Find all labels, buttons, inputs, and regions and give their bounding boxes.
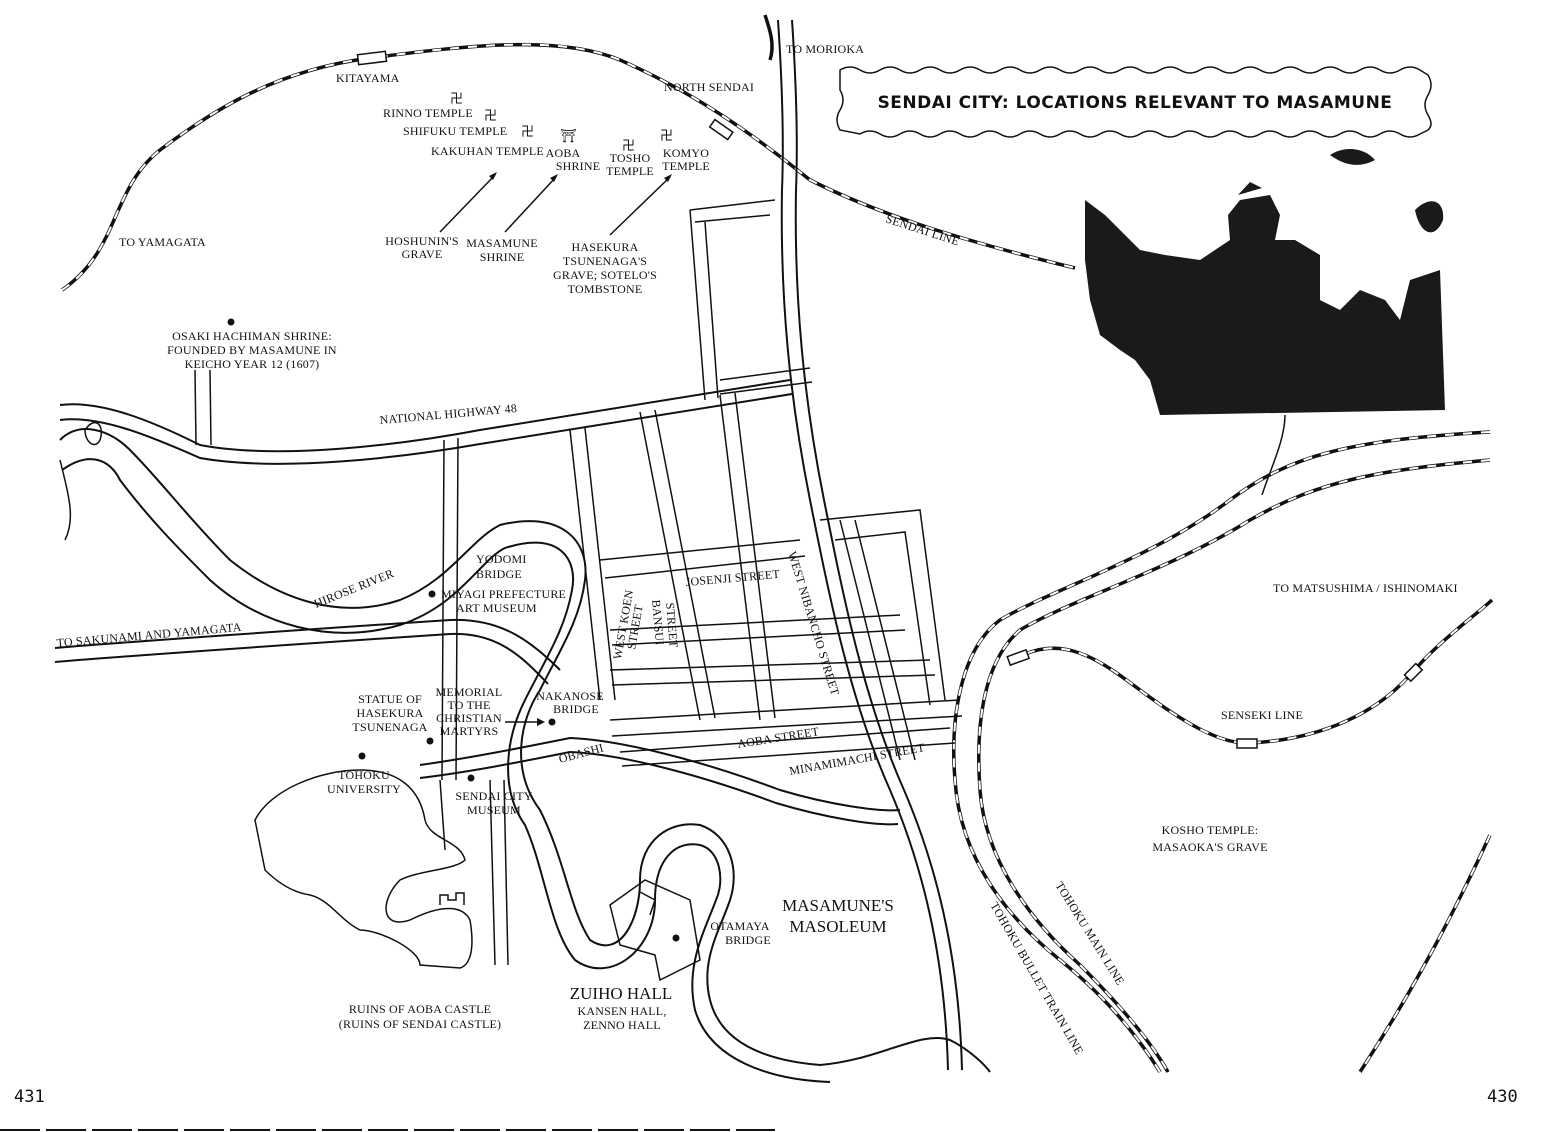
- tohoku-bullet-train-line: [977, 458, 1491, 1073]
- label-masoleum-2: MASOLEUM: [789, 917, 886, 936]
- label-statue-1: STATUE OF: [358, 692, 422, 706]
- pointer-arrows: [439, 172, 672, 726]
- senseki-line-railway: [1006, 598, 1494, 749]
- hirose-river: [59, 421, 991, 1083]
- label-national-highway: NATIONAL HIGHWAY 48: [379, 401, 517, 427]
- label-sendai-line: SENDAI LINE: [884, 212, 961, 249]
- label-hasekura-grave-1: HASEKURA: [572, 240, 639, 254]
- osaki-dot: [227, 318, 235, 326]
- aoba-shrine-icon: ⛩: [560, 128, 577, 144]
- label-otamaya-1: OTAMAYA: [710, 919, 769, 933]
- rinno-temple-icon: 卍: [450, 92, 463, 107]
- morioka-railway: [763, 14, 1492, 1073]
- kakuhan-temple-icon: 卍: [521, 125, 534, 140]
- label-memorial-4: MARTYRS: [440, 724, 499, 738]
- label-senseki-line: SENSEKI LINE: [1221, 708, 1303, 722]
- label-osaki-1: OSAKI HACHIMAN SHRINE:: [172, 329, 332, 343]
- road-network: [54, 19, 963, 1071]
- label-statue-2: HASEKURA: [357, 706, 424, 720]
- label-osaki-3: KEICHO YEAR 12 (1607): [185, 357, 320, 371]
- art-museum-dot: [428, 590, 436, 598]
- sendai-museum-dot: [467, 774, 475, 782]
- page-number-right: 430: [1487, 1087, 1518, 1107]
- label-sendai-museum-1: SENDAI CITY: [455, 789, 532, 803]
- label-kosho-1: KOSHO TEMPLE:: [1162, 823, 1259, 837]
- label-memorial-1: MEMORIAL: [436, 685, 503, 699]
- temple-symbols: 卍 卍 卍 ⛩ 卍 卍: [450, 92, 673, 154]
- label-aoba-shrine-1: AOBA: [546, 146, 581, 160]
- label-tohoku-main: TOHOKU MAIN LINE: [1052, 879, 1127, 987]
- label-kitayama: KITAYAMA: [336, 71, 400, 85]
- label-statue-3: TSUNENAGA: [352, 720, 427, 734]
- page-number-left: 431: [14, 1087, 45, 1107]
- zuiho-hall-grounds: [609, 879, 701, 982]
- label-to-morioka: TO MORIOKA: [786, 42, 864, 56]
- label-masoleum-1: MASAMUNE'S: [782, 896, 894, 915]
- martyrs-memorial-dot: [548, 718, 556, 726]
- label-kakuhan-temple: KAKUHAN TEMPLE: [431, 144, 544, 158]
- label-tosho-temple-1: TOSHO: [610, 151, 651, 165]
- label-sendai-museum-2: MUSEUM: [467, 803, 521, 817]
- label-hoshunin-2: GRAVE: [402, 247, 443, 261]
- komyo-temple-icon: 卍: [660, 129, 673, 144]
- sendai-line-railway: [61, 42, 1076, 292]
- label-tosho-temple-2: TEMPLE: [606, 164, 654, 178]
- label-to-sakunami: TO SAKUNAMI AND YAMAGATA: [56, 620, 242, 650]
- label-aoba-shrine-2: SHRINE: [556, 159, 601, 173]
- label-kansen-2: ZENNO HALL: [583, 1018, 661, 1032]
- label-minamimachi: MINAMIMACHI STREET: [788, 740, 926, 778]
- label-tohoku-univ-2: UNIVERSITY: [327, 782, 401, 796]
- label-memorial-3: CHRISTIAN: [436, 711, 502, 725]
- label-yodomi-1: YODOMI: [476, 552, 527, 566]
- label-nakanose-1: NAKANOSE: [536, 689, 604, 703]
- label-yodomi-2: BRIDGE: [476, 567, 522, 581]
- tohoku-university-dot: [358, 752, 366, 760]
- label-west-nibancho: WEST NIBANCHO STREET: [785, 550, 842, 698]
- label-shifuku-temple: SHIFUKU TEMPLE: [403, 124, 507, 138]
- label-bansui-2: STREET: [663, 602, 681, 649]
- label-north-sendai: NORTH SENDAI: [664, 80, 754, 94]
- label-hasekura-grave-2: TSUNENAGA'S: [563, 254, 647, 268]
- label-obashi: OBASHI: [557, 741, 605, 766]
- label-komyo-temple-1: KOMYO: [663, 146, 709, 160]
- label-memorial-2: TO THE: [447, 698, 490, 712]
- label-ruins-2: (RUINS OF SENDAI CASTLE): [339, 1017, 501, 1031]
- label-hasekura-grave-3: GRAVE; SOTELO'S: [553, 268, 657, 282]
- map-title: SENDAI CITY: LOCATIONS RELEVANT TO MASAM…: [878, 93, 1393, 113]
- label-rinno-temple: RINNO TEMPLE: [383, 106, 473, 120]
- label-komyo-temple-2: TEMPLE: [662, 159, 710, 173]
- label-hasekura-grave-4: TOMBSTONE: [568, 282, 643, 296]
- label-tohoku-univ-1: TOHOKU: [338, 768, 390, 782]
- statue-dot: [426, 737, 434, 745]
- masoleum-dot: [672, 934, 680, 942]
- label-bansui-1: BANSUI: [649, 599, 667, 646]
- label-to-matsushima: TO MATSUSHIMA / ISHINOMAKI: [1273, 581, 1458, 595]
- location-dots: [227, 318, 680, 942]
- label-josenji: JOSENJI STREET: [685, 567, 781, 589]
- label-miyagi-1: MIYAGI PREFECTURE: [441, 587, 566, 601]
- aoba-castle-grounds: [254, 769, 473, 969]
- shifuku-temple-icon: 卍: [484, 109, 497, 124]
- title-banner: SENDAI CITY: LOCATIONS RELEVANT TO MASAM…: [836, 66, 1432, 138]
- label-ruins-1: RUINS OF AOBA CASTLE: [349, 1002, 491, 1016]
- label-masamune-shrine-1: MASAMUNE: [466, 236, 538, 250]
- label-kansen-1: KANSEN HALL,: [577, 1004, 666, 1018]
- label-osaki-2: FOUNDED BY MASAMUNE IN: [167, 343, 337, 357]
- label-to-yamagata: TO YAMAGATA: [119, 235, 206, 249]
- label-hoshunin-1: HOSHUNIN'S: [385, 234, 459, 248]
- label-miyagi-2: ART MUSEUM: [456, 601, 537, 615]
- map-labels: TO MORIOKA NORTH SENDAI KITAYAMA SENDAI …: [56, 42, 1458, 1058]
- label-tohoku-bullet: TOHOKU BULLET TRAIN LINE: [987, 900, 1086, 1058]
- label-masamune-shrine-2: SHRINE: [480, 250, 525, 264]
- label-nakanose-2: BRIDGE: [553, 702, 599, 716]
- label-otamaya-2: BRIDGE: [725, 933, 771, 947]
- masamune-statue-image: [1085, 148, 1445, 496]
- label-kosho-2: MASAOKA'S GRAVE: [1152, 840, 1267, 854]
- tosho-temple-icon: 卍: [622, 139, 635, 154]
- label-zuiho-hall: ZUIHO HALL: [570, 984, 672, 1003]
